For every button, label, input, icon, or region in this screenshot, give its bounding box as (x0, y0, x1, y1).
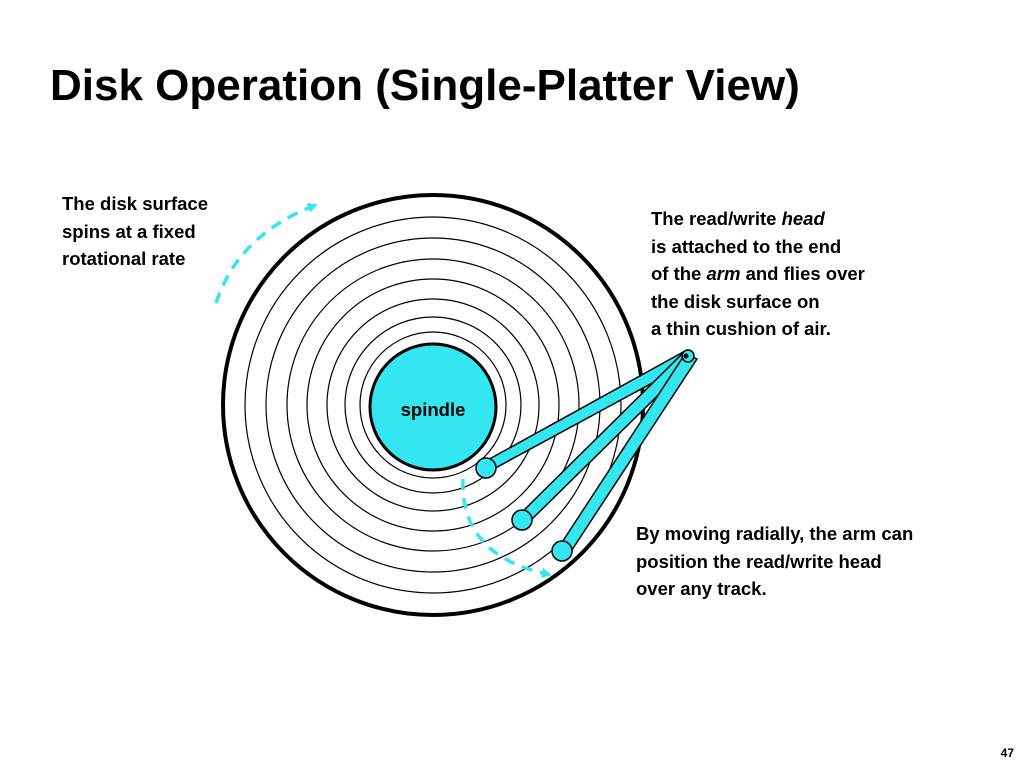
slide-title: Disk Operation (Single-Platter View) (50, 61, 800, 110)
radial-arrow-icon (461, 478, 552, 578)
head-note-line: The read/write head (651, 205, 865, 233)
spin-note-line: rotational rate (62, 248, 186, 269)
arm-note: By moving radially, the arm can position… (636, 520, 913, 603)
track (359, 331, 507, 479)
head-note-line: the disk surface on (651, 290, 820, 312)
spin-note: The disk surface spins at a fixed rotati… (62, 190, 208, 273)
spin-note-line: The disk surface (62, 193, 209, 214)
head-note-text: The read/write (651, 208, 782, 229)
read-write-head (475, 457, 497, 479)
read-write-head (511, 509, 533, 531)
arm-note-line: over any track. (636, 578, 767, 599)
track (306, 278, 560, 532)
arm-emphasis: arm (706, 263, 741, 284)
arm-note-line: By moving radially, the arm can (636, 523, 914, 544)
head-note-line: is attached to the end (651, 235, 842, 257)
tracks (244, 216, 622, 594)
head-emphasis: head (781, 208, 825, 229)
head-note-text: of the (651, 263, 707, 284)
track (344, 316, 522, 494)
arm-note-line: position the read/write head (636, 550, 882, 572)
spin-note-line: spins at a fixed (62, 220, 196, 242)
arm-pivot-pin (683, 353, 689, 359)
head-note: The read/write head is attached to the e… (651, 205, 865, 343)
head-note-line: a thin cushion of air. (651, 318, 831, 339)
track (286, 258, 580, 552)
read-write-head (551, 540, 573, 562)
spin-arrow-icon (214, 203, 318, 304)
head-note-text: and flies over (740, 263, 865, 284)
track (326, 298, 540, 512)
page-number: 47 (1000, 746, 1014, 760)
spindle (368, 342, 498, 472)
head-note-line: of the arm and flies over (651, 260, 865, 288)
track (244, 216, 622, 594)
spindle-label: spindle (401, 399, 466, 420)
